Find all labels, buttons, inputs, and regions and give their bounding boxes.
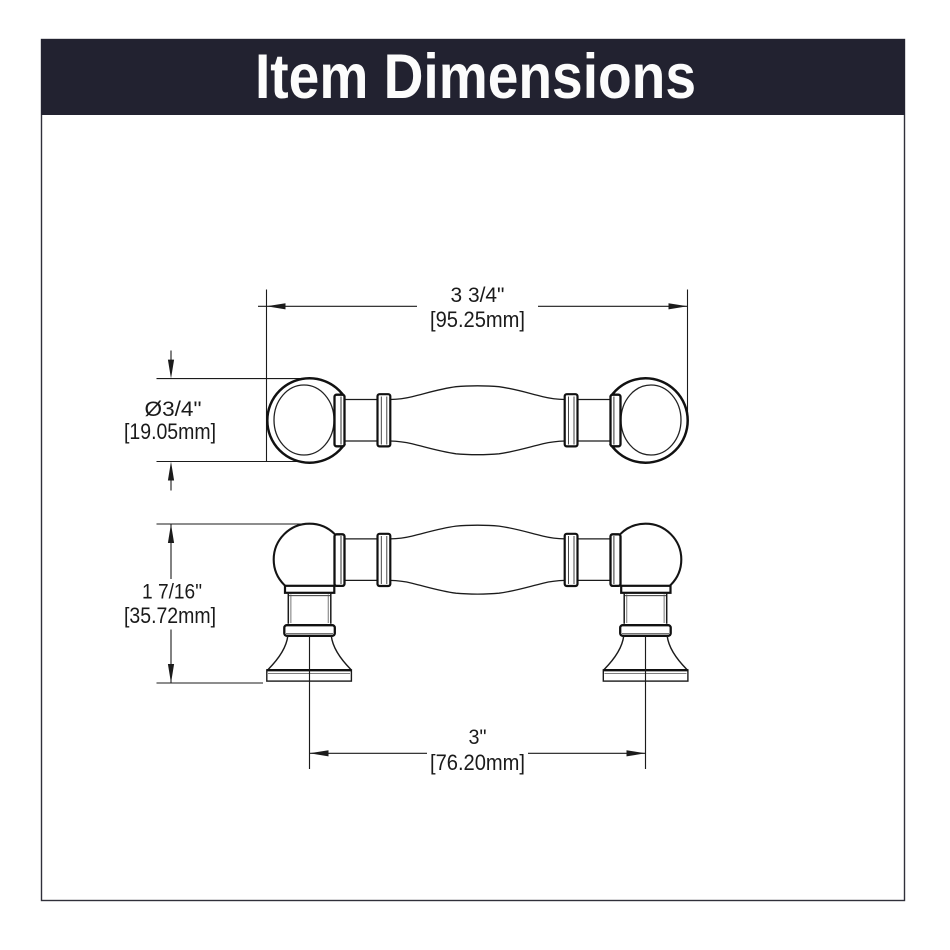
svg-text:3": 3" (469, 726, 487, 749)
svg-text:[19.05mm]: [19.05mm] (124, 419, 216, 444)
svg-text:Ø3/4": Ø3/4" (145, 398, 202, 421)
svg-text:[35.72mm]: [35.72mm] (124, 603, 216, 628)
svg-text:3 3/4": 3 3/4" (451, 284, 505, 307)
svg-text:1 7/16": 1 7/16" (142, 581, 202, 604)
svg-text:[76.20mm]: [76.20mm] (430, 750, 525, 775)
svg-text:Item Dimensions: Item Dimensions (255, 42, 696, 112)
svg-text:[95.25mm]: [95.25mm] (430, 307, 525, 332)
